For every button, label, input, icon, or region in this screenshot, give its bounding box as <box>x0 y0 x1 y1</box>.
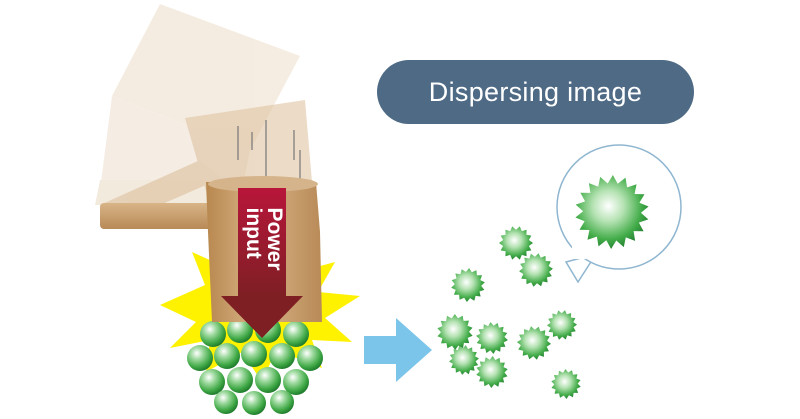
dispersed-particle <box>547 310 577 340</box>
dispersed-particle <box>517 326 551 360</box>
title-pill: Dispersing image <box>377 60 694 124</box>
dispersed-particles <box>437 226 581 399</box>
dispersed-particle <box>451 268 485 302</box>
dispersed-particle <box>449 345 479 375</box>
dispersed-particle <box>519 253 553 287</box>
power-input-arrow <box>221 188 303 338</box>
process-arrow <box>364 318 432 382</box>
dispersed-particle <box>476 356 508 388</box>
magnifier-bubble <box>556 144 682 284</box>
hammer <box>100 176 322 322</box>
dispersed-particle <box>499 226 533 260</box>
magnified-particle <box>575 175 649 249</box>
dispersed-particle <box>476 322 508 354</box>
dispersed-particle <box>437 314 473 350</box>
power-label-line2: input <box>242 207 265 259</box>
dispersed-particle <box>551 369 581 399</box>
power-label-line1: Power <box>263 207 286 271</box>
